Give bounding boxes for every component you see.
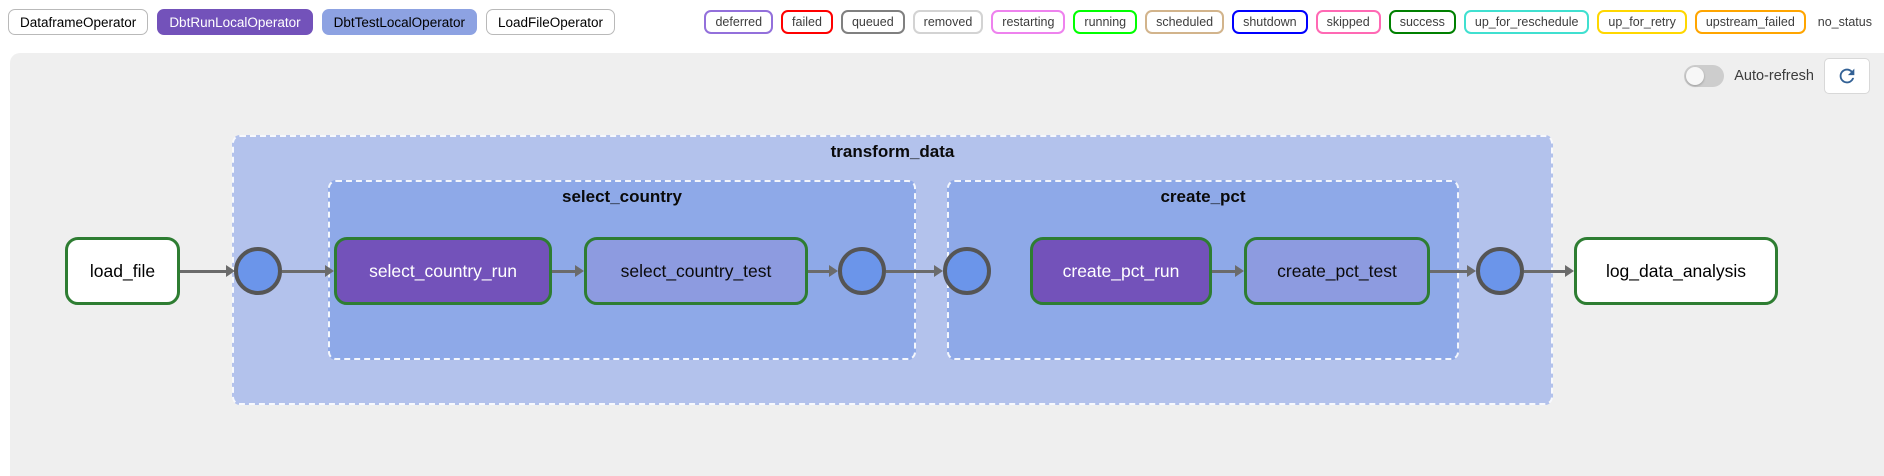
edge-createrun-createtest [1212,270,1237,273]
operator-legend-dbttestlocaloperator[interactable]: DbtTestLocalOperator [321,9,477,35]
status-legend-upstream_failed[interactable]: upstream_failed [1694,10,1806,34]
dag-graph-canvas: Auto-refresh transform_data select_count… [10,53,1884,476]
join-node-create-pct-upstream[interactable] [943,247,991,295]
task-label: create_pct_run [1062,260,1180,281]
operator-legend-dataframeoperator[interactable]: DataframeOperator [8,9,149,35]
edge-selectrun-selecttest [552,270,577,273]
task-node-load-file[interactable]: load_file [65,237,180,305]
edge-createtest-join [1430,270,1469,273]
status-legend-shutdown[interactable]: shutdown [1232,10,1308,34]
task-label: load_file [89,260,156,281]
edge-arrow [829,265,838,277]
status-legend-skipped[interactable]: skipped [1315,10,1381,34]
operator-legend-dbtrunlocaloperator[interactable]: DbtRunLocalOperator [157,9,313,35]
status-legend-deferred[interactable]: deferred [704,10,774,34]
join-node-select-country-downstream[interactable] [838,247,886,295]
status-legend-success[interactable]: success [1388,10,1456,34]
status-legend-no_status: no_status [1813,10,1876,34]
status-legend-up_for_retry[interactable]: up_for_retry [1597,10,1687,34]
task-node-log-data-analysis[interactable]: log_data_analysis [1574,237,1778,305]
join-node-transform-data-downstream[interactable] [1476,247,1524,295]
edge-selecttest-join [808,270,831,273]
edge-join-join [886,270,936,273]
auto-refresh-label: Auto-refresh [1734,68,1814,84]
taskgroup-create-pct-label: create_pct [1160,187,1246,206]
edge-loadfile-join [180,270,228,273]
taskgroup-transform-data-label: transform_data [830,142,955,161]
auto-refresh-toggle[interactable] [1684,65,1725,87]
refresh-controls: Auto-refresh [1684,58,1870,94]
operator-legend-loadfileoperator[interactable]: LoadFileOperator [485,9,616,35]
status-legend-up_for_reschedule[interactable]: up_for_reschedule [1463,10,1590,34]
edge-arrow [1235,265,1244,277]
edge-join-selectrun [282,270,327,273]
edge-arrow [575,265,584,277]
task-label: select_country_test [620,260,772,281]
edge-arrow [325,265,334,277]
taskgroup-select-country-label: select_country [562,187,682,206]
status-legend-queued[interactable]: queued [840,10,905,34]
task-label: select_country_run [369,260,517,281]
status-legend-scheduled[interactable]: scheduled [1145,10,1225,34]
status-legend-restarting[interactable]: restarting [991,10,1066,34]
edge-arrow [1467,265,1476,277]
task-node-select-country-run[interactable]: select_country_run [334,237,552,305]
task-node-select-country-test[interactable]: select_country_test [584,237,808,305]
join-node-transform-data-upstream[interactable] [234,247,282,295]
task-label: create_pct_test [1277,260,1397,281]
task-node-create-pct-test[interactable]: create_pct_test [1244,237,1430,305]
status-legend-failed[interactable]: failed [781,10,833,34]
edge-arrow [1565,265,1574,277]
refresh-icon [1839,68,1855,84]
task-node-create-pct-run[interactable]: create_pct_run [1030,237,1212,305]
task-label: log_data_analysis [1605,260,1747,281]
status-legend: deferred failed queued removed restarting run… [704,10,1876,34]
status-legend-removed[interactable]: removed [912,10,984,34]
edge-arrow [934,265,943,277]
edge-join-loganalysis [1524,270,1567,273]
refresh-button[interactable] [1824,58,1870,94]
status-legend-running[interactable]: running [1073,10,1138,34]
operator-legend: DataframeOperator DbtRunLocalOperator DbtT… [8,9,616,35]
edge-arrow [226,265,235,277]
legend-bar: DataframeOperator DbtRunLocalOperator DbtT… [0,0,1884,48]
toggle-knob [1686,67,1705,85]
